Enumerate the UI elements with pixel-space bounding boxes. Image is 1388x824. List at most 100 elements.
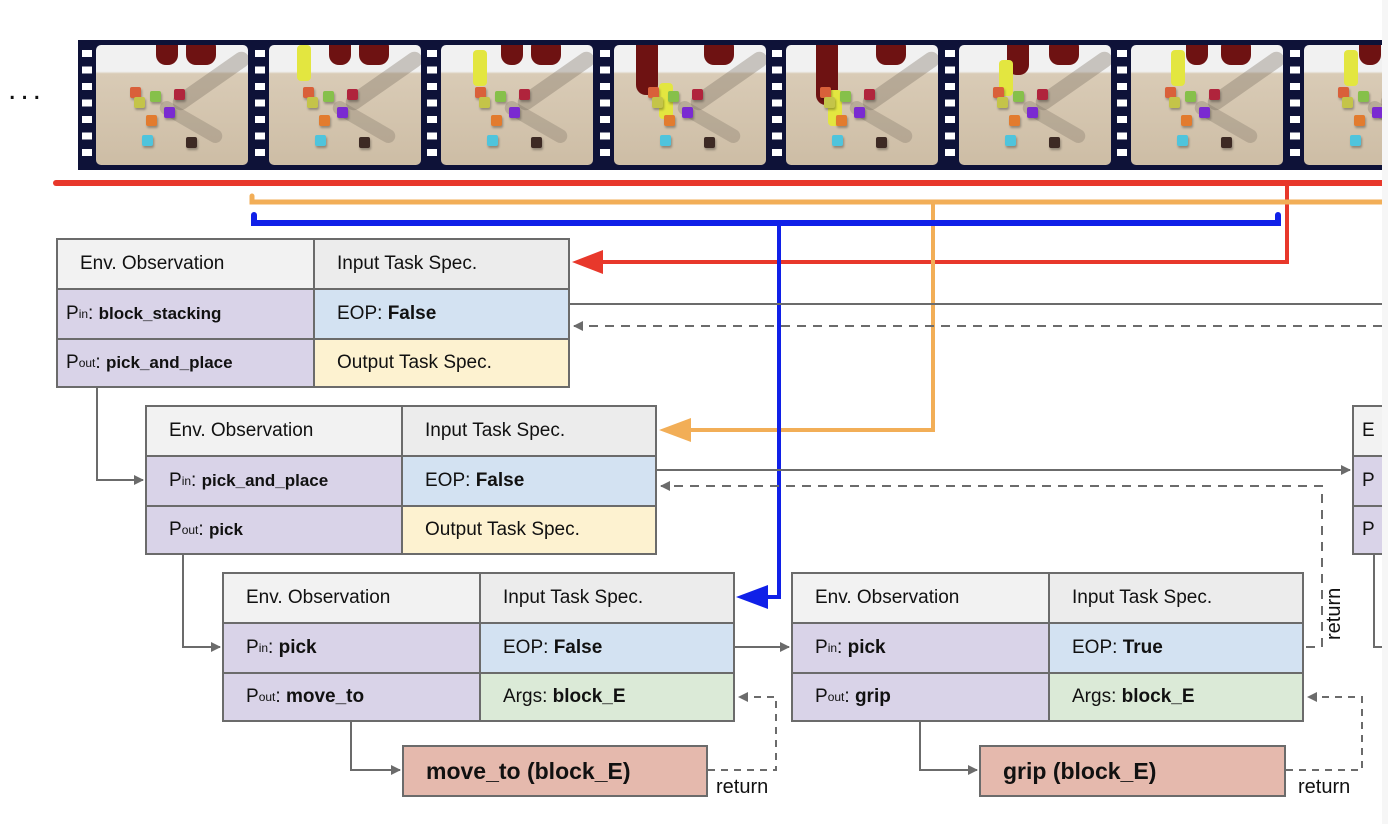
return-to-box2 <box>660 481 1323 648</box>
block <box>358 137 370 148</box>
robot-arm-base <box>1221 45 1251 65</box>
block <box>1169 97 1180 108</box>
connector-box2-to-box3 <box>182 554 221 652</box>
input-task-spec-cell: Input Task Spec. <box>1050 574 1302 624</box>
robot-arm <box>1186 45 1208 65</box>
block <box>820 87 831 98</box>
block <box>1337 87 1349 98</box>
block <box>663 115 675 126</box>
block <box>1048 137 1060 148</box>
primitive-grip: grip (block_E) <box>979 745 1286 797</box>
gripper <box>1171 50 1185 86</box>
block <box>346 89 358 100</box>
block <box>186 137 197 148</box>
block <box>531 137 542 148</box>
gripper <box>1343 50 1358 86</box>
block <box>1199 107 1210 118</box>
block <box>659 135 671 146</box>
block <box>1185 91 1196 102</box>
env-observation-cell: Env. Observation <box>224 574 481 624</box>
block <box>1177 135 1188 146</box>
robot-arm-base <box>876 45 906 65</box>
block <box>150 91 161 102</box>
block <box>1181 115 1192 126</box>
block <box>1371 107 1382 118</box>
robot-arm-base <box>531 45 561 65</box>
block <box>1353 115 1365 126</box>
film-strip <box>78 40 1382 170</box>
robot-arm <box>635 45 658 95</box>
input-task-spec-cell: Input Task Spec. <box>403 407 655 457</box>
right-edge-mask <box>1382 0 1388 824</box>
block <box>174 89 185 100</box>
block <box>1221 137 1232 148</box>
return-label: return <box>1298 776 1351 798</box>
block <box>1209 89 1220 100</box>
film-perforation <box>254 46 265 164</box>
robot-arm <box>328 45 351 65</box>
return-label-vertical: return <box>1323 587 1345 640</box>
block <box>876 137 887 148</box>
block <box>146 115 157 126</box>
connector-box4-to-leaf2 <box>919 721 978 775</box>
block <box>824 97 835 108</box>
input-task-spec-cell: Input Task Spec. <box>315 240 568 290</box>
film-perforation <box>1289 46 1300 164</box>
film-frame-3 <box>441 45 593 165</box>
block <box>836 115 847 126</box>
block <box>992 87 1004 98</box>
film-frame-8 <box>1303 45 1382 165</box>
block <box>1357 91 1369 102</box>
output-task-spec-cell: Output Task Spec. <box>315 340 568 386</box>
eop-cell: EOP: False <box>481 624 733 674</box>
block <box>318 115 330 126</box>
return-leaf1-to-box3 <box>708 692 777 771</box>
block <box>475 87 486 98</box>
film-perforation <box>82 46 92 164</box>
block <box>996 97 1008 108</box>
block <box>1008 115 1020 126</box>
robot-arm-base <box>358 45 389 65</box>
block <box>1349 135 1361 146</box>
args-cell: Args: block_E <box>1050 674 1302 720</box>
film-perforation <box>599 46 610 164</box>
output-task-spec-cell: Output Task Spec. <box>403 507 655 553</box>
block <box>322 91 334 102</box>
film-frame-4 <box>613 45 766 165</box>
block <box>491 115 502 126</box>
return-leaf2-to-box4 <box>1286 692 1363 771</box>
blue-line-top <box>251 212 1281 226</box>
robot-arm-base <box>703 45 734 65</box>
robot-arm <box>1358 45 1381 65</box>
block <box>647 87 659 98</box>
ellipsis: ... <box>8 73 46 106</box>
block <box>134 97 145 108</box>
gripper <box>296 45 311 81</box>
connector-box1-to-box2 <box>96 387 144 485</box>
block <box>509 107 520 118</box>
film-frame-1 <box>96 45 248 165</box>
blue-arrowhead <box>736 585 768 609</box>
args-cell: Args: block_E <box>481 674 733 720</box>
block <box>306 97 318 108</box>
eop-cell: EOP: True <box>1050 624 1302 674</box>
primitive-move-to: move_to (block_E) <box>402 745 708 797</box>
red-line-drop <box>600 183 1289 264</box>
env-observation-cell: Env. Observation <box>793 574 1050 624</box>
block <box>519 89 530 100</box>
orange-line-top <box>249 193 1385 205</box>
connector-box3-to-leaf1 <box>350 721 401 775</box>
input-task-spec-cell: Input Task Spec. <box>481 574 733 624</box>
env-observation-cell: Env. Observation <box>58 240 315 290</box>
film-frame-2 <box>268 45 421 165</box>
eop-cell: EOP: False <box>403 457 655 507</box>
